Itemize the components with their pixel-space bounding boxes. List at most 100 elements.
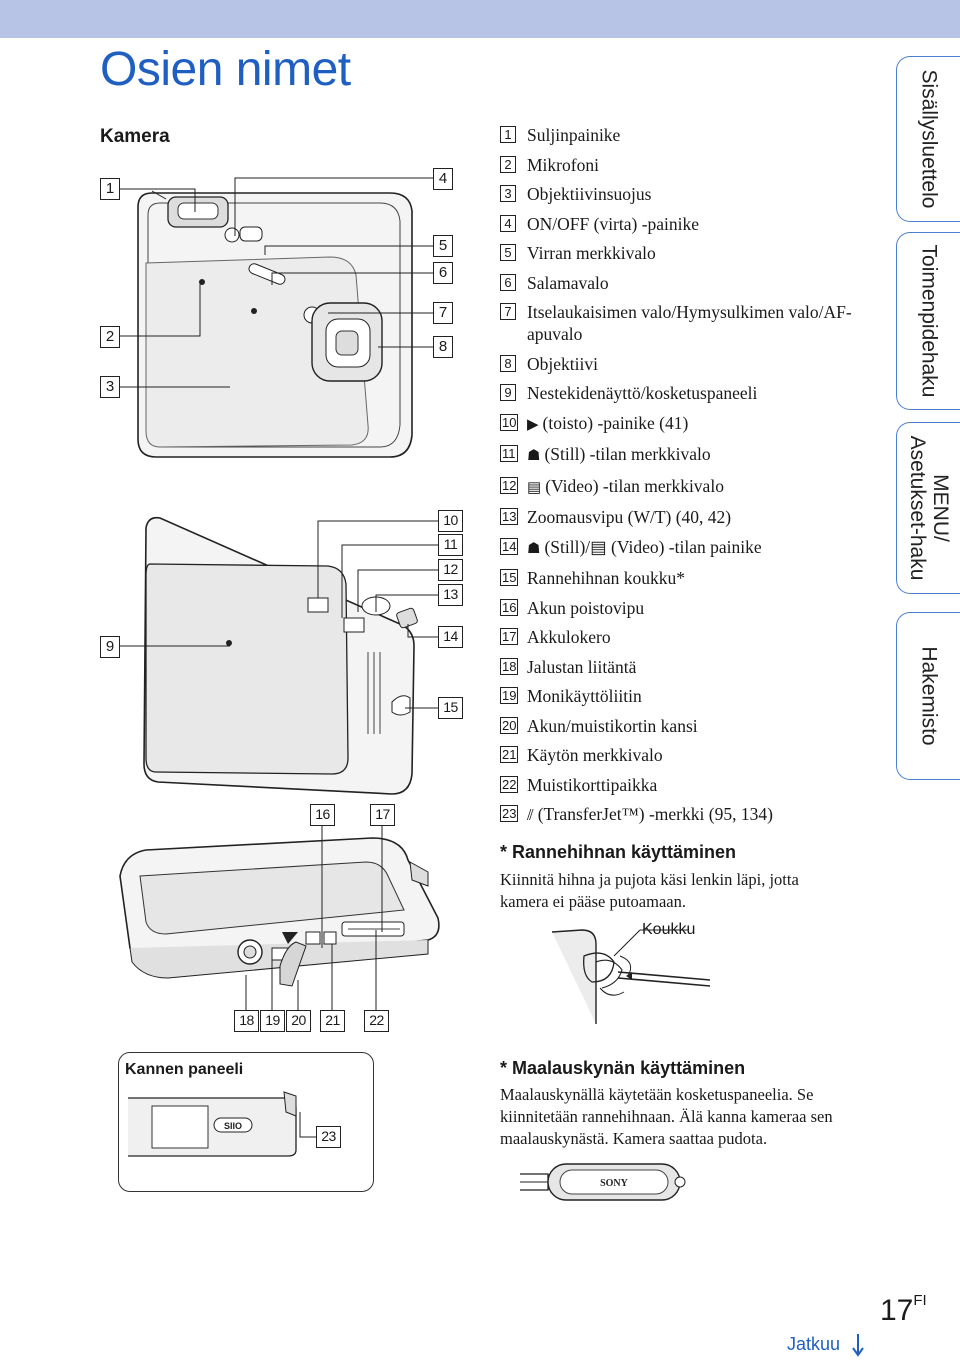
part-text: Objektiivi xyxy=(527,353,598,374)
part-text: Virran merkkivalo xyxy=(527,243,656,263)
callout-5: 5 xyxy=(433,235,453,257)
callout-17: 17 xyxy=(370,804,395,826)
callout-18: 18 xyxy=(234,1010,259,1032)
part-item-3: 3 Objektiivinsuojus xyxy=(500,183,880,205)
part-item-14: 14☗(Still)/▤ (Video) -tilan painike xyxy=(500,536,880,560)
strap-text: Kiinnitä hihna ja pujota käsi lenkin läp… xyxy=(500,870,799,911)
tab-operation-search[interactable]: Toimenpidehaku xyxy=(896,232,960,410)
part-item-8: 8 Objektiivi xyxy=(500,353,880,375)
tab-index[interactable]: Hakemisto xyxy=(896,612,960,780)
part-number: 8 xyxy=(500,354,516,372)
part-number: 1 xyxy=(500,126,516,143)
part-number: 19 xyxy=(500,687,519,704)
stylus-text: Maalauskynällä käytetään kosketuspaneeli… xyxy=(500,1085,833,1148)
part-number: 2 xyxy=(500,155,516,173)
part-item-20: 20 Akun/muistikortin kansi xyxy=(500,715,880,737)
strap-heading: * Rannehihnan käyttäminen xyxy=(500,842,737,862)
callout-3: 3 xyxy=(100,376,120,398)
strap-illustration xyxy=(551,929,711,1024)
part-text: Salamavalo xyxy=(527,272,609,293)
stylus-heading: * Maalauskynän käyttäminen xyxy=(500,1058,746,1078)
part-text: (Still) -tilan merkkivalo xyxy=(544,444,711,464)
part-number: 12 xyxy=(500,476,519,494)
part-text: Itselaukaisimen valo/Hymysulkimen valo/A… xyxy=(527,302,852,344)
part-item-18: 18 Jalustan liitäntä xyxy=(500,656,880,678)
page-number-value: 17 xyxy=(880,1294,914,1327)
part-number: 23 xyxy=(500,805,519,822)
part-mode-icon: ☗ xyxy=(527,540,541,557)
callout-11: 11 xyxy=(438,534,463,556)
part-text: Mikrofoni xyxy=(527,154,599,175)
part-item-13: 13 Zoomausvipu (W/T) (40, 42) xyxy=(500,506,880,528)
callout-8: 8 xyxy=(433,336,453,358)
part-text: Akun poistovipu xyxy=(527,597,645,618)
part-item-12: 12▤(Video) -tilan merkkivalo xyxy=(500,475,880,499)
part-text: Objektiivinsuojus xyxy=(527,184,652,204)
part-number: 17 xyxy=(500,628,519,645)
tab-contents[interactable]: Sisällysluettelo xyxy=(896,56,960,222)
callout-10: 10 xyxy=(438,510,463,532)
part-item-10: 10▶(toisto) -painike (41) xyxy=(500,412,880,436)
part-item-17: 17 Akkulokero xyxy=(500,626,880,648)
part-text: Käytön merkkivalo xyxy=(527,745,663,765)
part-text: Zoomausvipu (W/T) (40, 42) xyxy=(527,507,732,527)
stylus-brand: SONY xyxy=(600,1178,629,1189)
callout-19: 19 xyxy=(260,1010,285,1032)
part-text: Akun/muistikortin kansi xyxy=(527,715,698,736)
callout-1: 1 xyxy=(100,178,120,200)
part-text: Akkulokero xyxy=(527,627,611,647)
part-text: Monikäyttöliitin xyxy=(527,686,642,706)
part-number: 10 xyxy=(500,413,519,431)
cover-panel-badge: SIIO xyxy=(224,1121,242,1131)
part-text: (Still)/▤ (Video) -tilan painike xyxy=(544,536,762,557)
camera-heading: Kamera xyxy=(100,126,170,147)
part-text: ON/OFF (virta) -painike xyxy=(527,213,700,234)
parts-list: 1 Suljinpainike 2 Mikrofoni 3 Objektiivinsuoj… xyxy=(500,124,880,835)
part-number: 22 xyxy=(500,775,519,793)
part-item-22: 22 Muistikorttipaikka xyxy=(500,774,880,796)
part-item-1: 1 Suljinpainike xyxy=(500,124,880,146)
callout-4: 4 xyxy=(433,168,453,190)
tab-menu-settings[interactable]: MENU/ Asetukset-haku xyxy=(896,422,960,594)
part-number: 6 xyxy=(500,273,516,291)
part-item-2: 2 Mikrofoni xyxy=(500,154,880,176)
page-lang: FI xyxy=(913,1292,927,1309)
callout-13: 13 xyxy=(438,584,463,606)
part-item-16: 16 Akun poistovipu xyxy=(500,597,880,619)
cover-panel-box: Kannen paneeli xyxy=(118,1052,374,1192)
part-number: 13 xyxy=(500,508,519,525)
callout-20: 20 xyxy=(286,1010,311,1032)
part-text: Suljinpainike xyxy=(527,125,621,145)
part-number: 16 xyxy=(500,598,519,616)
page-number: 17FI xyxy=(880,1292,927,1328)
callout-2: 2 xyxy=(100,326,120,348)
callout-9: 9 xyxy=(100,636,120,658)
arrow-down-icon xyxy=(852,1334,864,1357)
part-text: Muistikorttipaikka xyxy=(527,774,658,795)
part-mode-icon: ☗ xyxy=(527,448,541,464)
part-number: 3 xyxy=(500,185,516,202)
cover-panel-label: Kannen paneeli xyxy=(125,1061,244,1078)
camera-bottom-illustration xyxy=(119,837,440,987)
callout-6: 6 xyxy=(433,262,453,284)
part-number: 20 xyxy=(500,716,519,734)
callout-7: 7 xyxy=(433,302,453,324)
part-text: (Video) -tilan merkkivalo xyxy=(545,475,724,496)
part-number: 11 xyxy=(500,445,518,462)
part-number: 18 xyxy=(500,657,519,675)
part-text: (toisto) -painike (41) xyxy=(542,412,689,433)
continue-label: Jatkuu xyxy=(787,1334,841,1354)
camera-back-illustration xyxy=(143,516,418,795)
callout-14: 14 xyxy=(438,626,463,648)
part-item-11: 11 ☗(Still) -tilan merkkivalo xyxy=(500,443,880,467)
callout-16: 16 xyxy=(310,804,335,826)
cover-panel-illustration: SIIO xyxy=(128,1091,297,1157)
callout-12: 12 xyxy=(438,559,463,581)
part-text: Jalustan liitäntä xyxy=(527,656,637,677)
continue-link[interactable]: Jatkuu xyxy=(787,1334,865,1357)
